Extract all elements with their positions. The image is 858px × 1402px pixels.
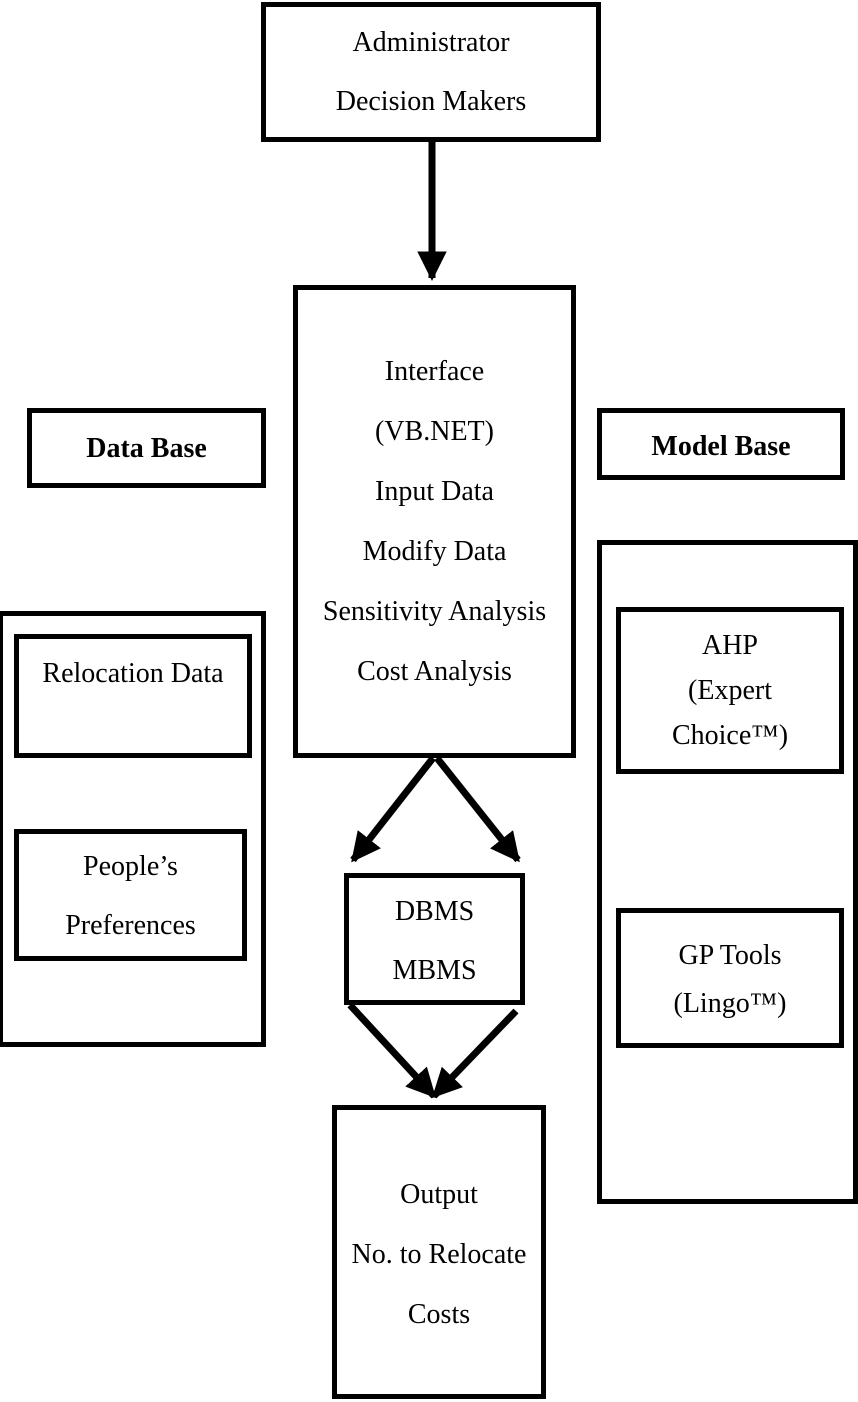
ahp-line-1: AHP [701, 630, 758, 661]
interface-line-4: Modify Data [362, 536, 507, 567]
dbms-line-1: DBMS [394, 896, 475, 927]
data-base-title: Data Base [86, 433, 207, 464]
data-base-title-box: Data Base [27, 408, 266, 488]
admin-box: Administrator Decision Makers [261, 2, 601, 142]
interface-line-5: Sensitivity Analysis [322, 596, 547, 627]
interface-line-6: Cost Analysis [357, 656, 512, 687]
arrow-dbms-to-output-right [431, 1008, 519, 1099]
ahp-box: AHP (Expert Choice™) [616, 607, 844, 774]
model-base-title-box: Model Base [597, 408, 845, 480]
gp-line-2: (Lingo™) [673, 988, 787, 1019]
interface-box: Interface (VB.NET) Input Data Modify Dat… [293, 285, 576, 758]
arrow-dbms-to-output-left [347, 1002, 437, 1099]
arrow-interface-to-dbms-left [350, 755, 436, 863]
dbms-line-2: MBMS [392, 955, 477, 986]
relocation-data-label: Relocation Data [42, 658, 224, 689]
model-base-title: Model Base [651, 431, 791, 462]
arrow-interface-to-dbms-right [434, 755, 521, 863]
ahp-line-2: (Expert [688, 675, 772, 706]
preferences-line-2: Preferences [65, 910, 196, 941]
interface-line-1: Interface [384, 356, 485, 387]
output-line-2: No. to Relocate [351, 1239, 527, 1270]
interface-line-2: (VB.NET) [375, 416, 494, 447]
relocation-data-box: Relocation Data [14, 634, 252, 758]
output-line-1: Output [400, 1179, 478, 1210]
gp-line-1: GP Tools [678, 940, 782, 971]
admin-line-1: Administrator [352, 27, 510, 58]
output-box: Output No. to Relocate Costs [332, 1105, 546, 1399]
ahp-line-3: Choice™) [671, 720, 789, 751]
output-line-3: Costs [407, 1299, 471, 1330]
preferences-line-1: People’s [83, 851, 178, 882]
gp-tools-box: GP Tools (Lingo™) [616, 908, 844, 1048]
dbms-mbms-box: DBMS MBMS [344, 873, 525, 1005]
preferences-box: People’s Preferences [14, 829, 247, 961]
admin-line-2: Decision Makers [335, 86, 527, 117]
interface-line-3: Input Data [375, 476, 494, 507]
